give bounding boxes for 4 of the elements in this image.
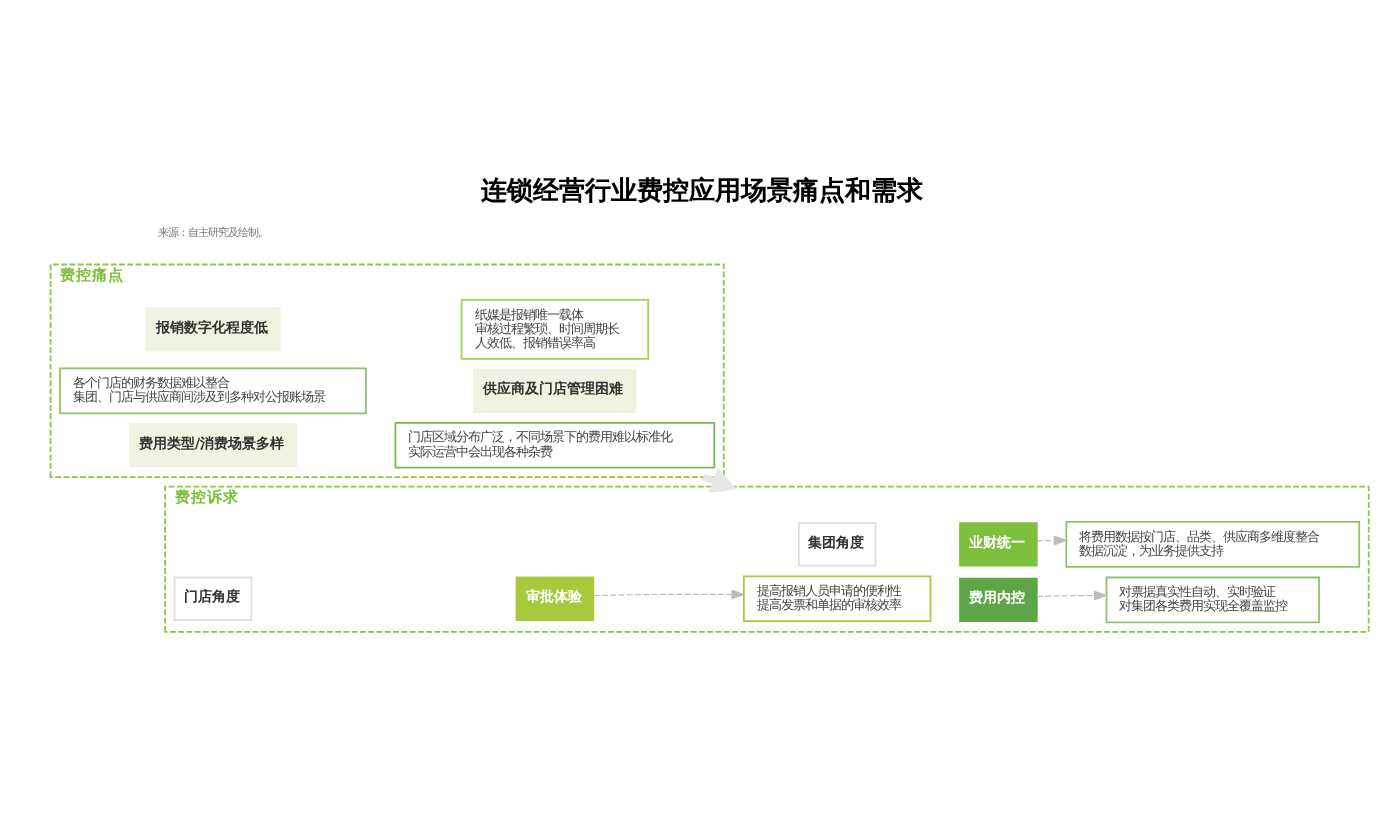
arrow (593, 589, 746, 600)
arrow (1036, 535, 1068, 546)
arrow (1036, 590, 1109, 601)
diagram-title: 连锁经营行业费控应用场景痛点和需求 (481, 177, 924, 208)
